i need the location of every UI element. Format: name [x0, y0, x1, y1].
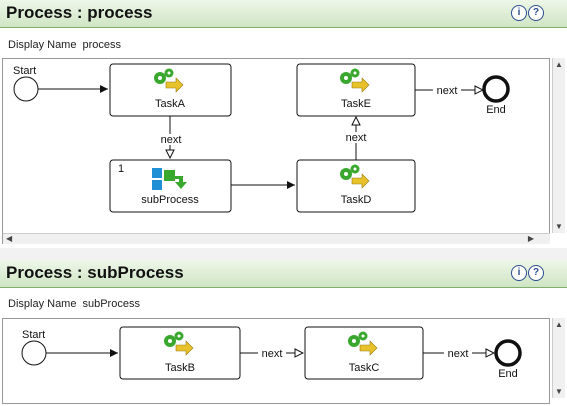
display-name-label: Display Name [8, 39, 77, 51]
start-event[interactable] [21, 340, 47, 366]
task-b-label: TaskB [165, 362, 195, 374]
scroll-up-icon[interactable]: ▲ [555, 60, 563, 69]
vertical-scrollbar[interactable]: ▲ ▼ [552, 318, 565, 398]
task-d-label: TaskD [341, 194, 372, 206]
display-name-row: Display Name process [8, 39, 121, 51]
task-e-label: TaskE [341, 98, 371, 110]
subprocess-badge: 1 [118, 163, 124, 175]
display-name-value[interactable]: subProcess [82, 298, 140, 310]
horizontal-scrollbar[interactable]: ◀ ▶ [3, 233, 550, 244]
process-title: Process : process [6, 3, 153, 22]
process-panel: Process : process i ? Display Name proces… [0, 0, 567, 248]
end-event[interactable] [494, 339, 522, 367]
start-label: Start [13, 65, 36, 77]
info-icon[interactable]: i [511, 265, 527, 281]
edge-label-next: next [262, 348, 283, 360]
edge-label-next: next [437, 85, 458, 97]
process-title-bar: Process : process i ? [0, 0, 567, 28]
info-icon[interactable]: i [511, 5, 527, 21]
scroll-right-icon[interactable]: ▶ [527, 234, 534, 243]
edge-label-next: next [448, 348, 469, 360]
start-event[interactable] [13, 76, 39, 102]
task-a-label: TaskA [155, 98, 186, 110]
display-name-row: Display Name subProcess [8, 298, 140, 310]
edge-label-next: next [346, 132, 367, 144]
display-name-label: Display Name [8, 298, 77, 310]
subprocess-node[interactable] [109, 159, 232, 213]
start-label: Start [22, 329, 45, 341]
task-c-label: TaskC [349, 362, 380, 374]
vertical-scrollbar[interactable]: ▲ ▼ [552, 58, 565, 233]
end-label: End [486, 104, 506, 116]
subprocess-diagram-canvas[interactable] [2, 318, 550, 404]
subprocess-panel: Process : subProcess i ? Display Name sub… [0, 260, 567, 406]
display-name-value[interactable]: process [82, 39, 121, 51]
subprocess-diagram: Start TaskB next TaskC next End [21, 326, 522, 380]
edge-label-next: next [161, 134, 182, 146]
help-icon[interactable]: ? [528, 265, 544, 281]
subprocess-title: Process : subProcess [6, 263, 184, 282]
subprocess-label: subProcess [141, 194, 199, 206]
subprocess-icon [152, 168, 187, 190]
help-icon[interactable]: ? [528, 5, 544, 21]
scroll-down-icon[interactable]: ▼ [555, 222, 563, 231]
scroll-down-icon[interactable]: ▼ [555, 387, 563, 396]
scroll-up-icon[interactable]: ▲ [555, 320, 563, 329]
scroll-left-icon[interactable]: ◀ [6, 234, 13, 243]
end-event[interactable] [482, 75, 510, 103]
subprocess-title-bar: Process : subProcess i ? [0, 260, 567, 288]
process-diagram: Start TaskA next 1 subProcess TaskD next [13, 63, 510, 213]
end-label: End [498, 368, 518, 380]
